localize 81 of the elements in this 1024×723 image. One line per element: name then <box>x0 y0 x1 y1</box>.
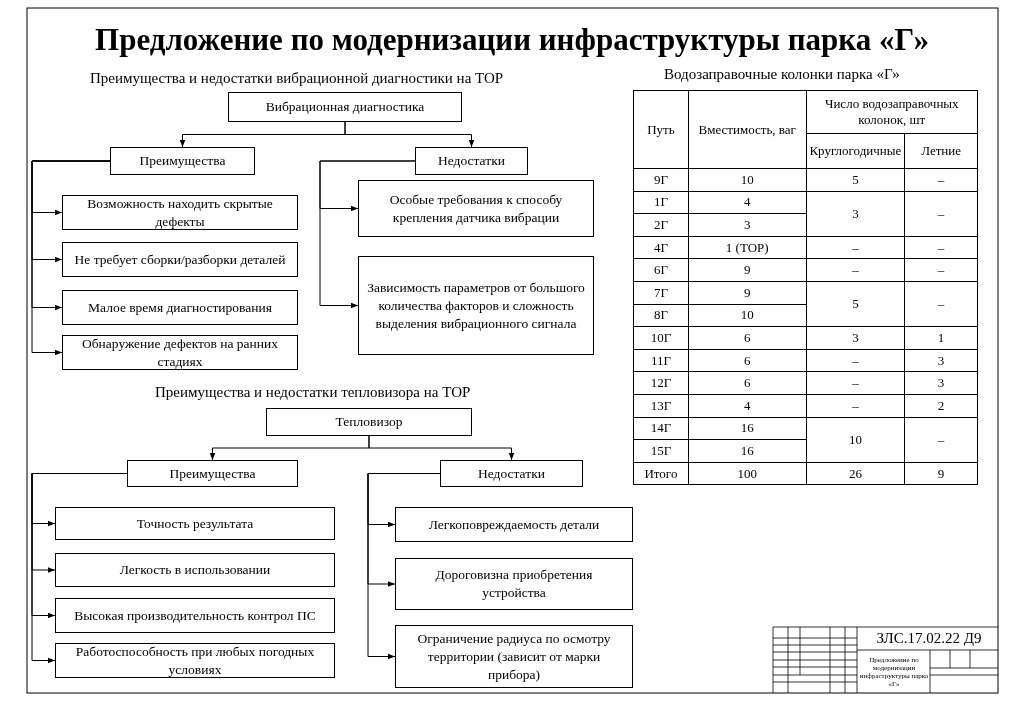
table-cell: 1Г <box>633 191 689 214</box>
table-cell: 3 <box>806 191 905 237</box>
table-cell: 7Г <box>633 281 689 305</box>
table-cell: – <box>904 258 978 282</box>
text-box: Дороговизна приобретения устройства <box>395 558 633 610</box>
table-cell: – <box>806 236 905 259</box>
text-box: Работоспособность при любых погодных условиях <box>55 643 335 678</box>
table-header-cell: Летние <box>904 133 978 169</box>
table-cell: 6Г <box>633 258 689 282</box>
text-box: Особые требования к способу крепления датчика вибрации <box>358 180 594 237</box>
table-cell: 9 <box>688 258 807 282</box>
table-cell: – <box>806 349 905 372</box>
arrow <box>319 160 416 309</box>
table-cell: 13Г <box>633 394 689 418</box>
table-cell: 9 <box>688 281 807 305</box>
text-box: Преимущества <box>127 460 298 487</box>
table-cell: 14Г <box>633 417 689 440</box>
arrow <box>31 160 111 356</box>
text-box: Легкоповреждаемость детали <box>395 507 633 542</box>
text-box: Возможность находить скрытые дефекты <box>62 195 298 230</box>
table-cell: 3 <box>904 371 978 395</box>
table-cell: 1 <box>904 326 978 350</box>
table-cell: 5 <box>806 281 905 327</box>
table-cell: – <box>806 258 905 282</box>
table-cell: 16 <box>688 417 807 440</box>
table-cell: – <box>806 371 905 395</box>
table-cell: 10 <box>806 417 905 463</box>
text-box: Зависимость параметров от большого количества факторов и сложность выделения вибрационного сигнала <box>358 256 594 355</box>
table-cell: 2Г <box>633 213 689 237</box>
table-cell: – <box>904 417 978 463</box>
text-box: Недостатки <box>440 460 583 487</box>
text-box: Вибрационная диагностика <box>228 92 462 122</box>
text-box: Ограничение радиуса по осмотру территории (зависит от марки прибора) <box>395 625 633 688</box>
arrow <box>31 473 128 664</box>
table-header-cell: Круглогодичные <box>806 133 905 169</box>
table-cell: – <box>904 281 978 327</box>
table-cell: 9 <box>904 462 978 485</box>
table-cell: – <box>904 191 978 237</box>
table-header-cell: Путь <box>633 90 689 169</box>
table-cell: 5 <box>806 168 905 192</box>
table-cell: 26 <box>806 462 905 485</box>
text-box: Недостатки <box>415 147 528 175</box>
table-cell: 6 <box>688 371 807 395</box>
document-code: ЗЛС.17.02.22 Д9 <box>875 630 983 647</box>
table-cell: 15Г <box>633 439 689 463</box>
table-cell: 10Г <box>633 326 689 350</box>
text-box: Не требует сборки/разборки деталей <box>62 242 298 277</box>
table-cell: – <box>904 168 978 192</box>
table-cell: – <box>806 394 905 418</box>
table-cell: 100 <box>688 462 807 485</box>
text-box: Точность результата <box>55 507 335 540</box>
text-box: Малое время диагностирования <box>62 290 298 325</box>
table-cell: 6 <box>688 326 807 350</box>
text-box: Высокая производительность контрол ПС <box>55 598 335 633</box>
table-cell: – <box>904 236 978 259</box>
table-cell: 8Г <box>633 304 689 327</box>
text-box: Обнаружение дефектов на ранних стадиях <box>62 335 298 370</box>
table-cell: 2 <box>904 394 978 418</box>
table-cell: 6 <box>688 349 807 372</box>
arrow <box>344 121 475 148</box>
table-cell: 4 <box>688 191 807 214</box>
table-cell: 9Г <box>633 168 689 192</box>
arrow <box>368 435 515 461</box>
table-cell: 1 (ТОР) <box>688 236 807 259</box>
text-box: Легкость в использовании <box>55 553 335 587</box>
table-header-cell: Вместимость, ваг <box>688 90 807 169</box>
section-heading: Преимущества и недостатки тепловизора на ТОР <box>155 384 471 401</box>
table-cell: 3 <box>806 326 905 350</box>
table-cell: 4 <box>688 394 807 418</box>
table-cell: Итого <box>633 462 689 485</box>
table-header-cell: Число водозаправочных колонок, шт <box>806 90 978 134</box>
table-cell: 11Г <box>633 349 689 372</box>
arrow <box>367 473 441 660</box>
table-cell: 12Г <box>633 371 689 395</box>
text-box: Тепловизор <box>266 408 472 436</box>
page-title: Предложение по модернизации инфраструктуры парка «Г» <box>95 22 929 57</box>
table-cell: 3 <box>904 349 978 372</box>
table-heading: Водозаправочные колонки парка «Г» <box>664 66 900 83</box>
table-cell: 4Г <box>633 236 689 259</box>
table-cell: 10 <box>688 168 807 192</box>
text-box: Преимущества <box>110 147 255 175</box>
